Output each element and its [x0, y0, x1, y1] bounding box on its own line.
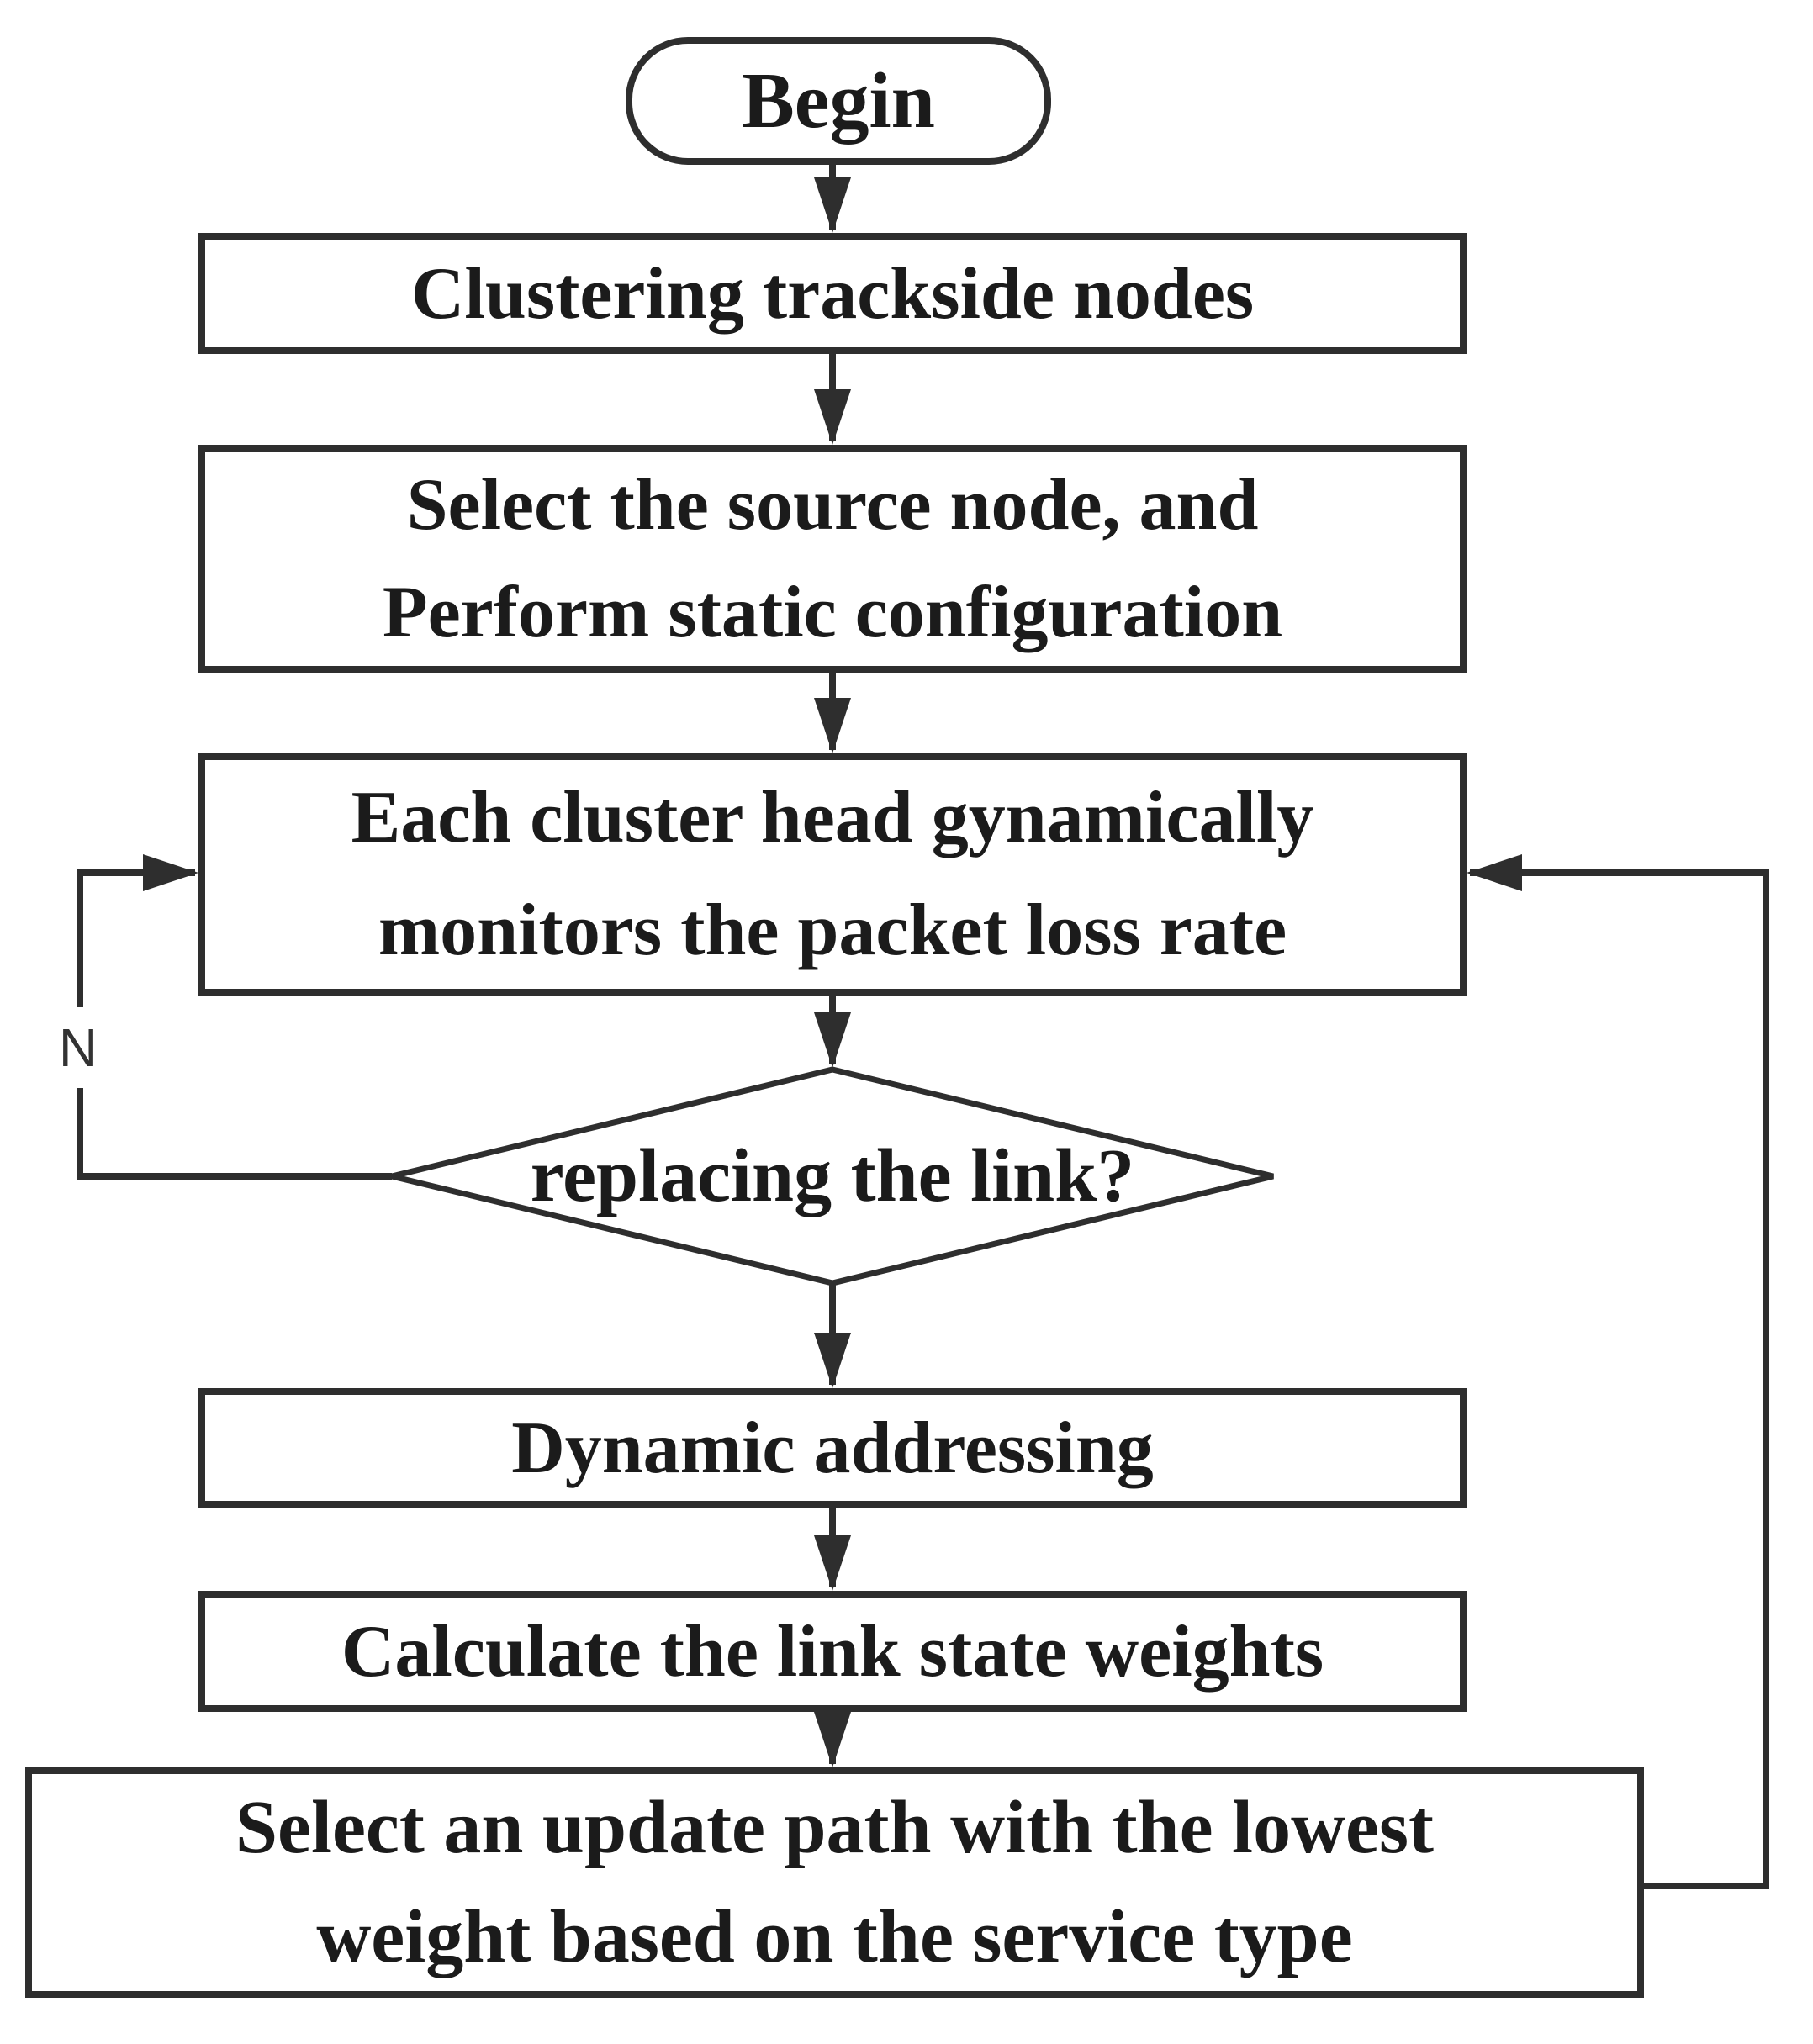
process-dynamic-addressing: Dynamic addressing — [198, 1388, 1467, 1508]
process-select-path-line2: weight based on the service type — [316, 1895, 1353, 1978]
process-clustering-trackside-nodes: Clustering trackside nodes — [198, 233, 1467, 354]
process-select-update-path: Select an update path with the lowest we… — [25, 1767, 1644, 1998]
process-calculate-link-state-weights: Calculate the link state weights — [198, 1591, 1467, 1712]
process-select-source-static-config: Select the source node, and Perform stat… — [198, 445, 1467, 673]
terminator-begin: Begin — [626, 37, 1051, 165]
process-dynamic-addressing-label: Dynamic addressing — [511, 1407, 1154, 1489]
decision-diamond-shape — [391, 1066, 1274, 1286]
process-select-path-line1: Select an update path with the lowest — [235, 1786, 1434, 1869]
process-monitor-line2: monitors the packet loss rate — [378, 890, 1287, 971]
edge-select-path-loop-to-monitor — [1467, 854, 1769, 1889]
process-clustering-label: Clustering trackside nodes — [410, 252, 1255, 335]
process-link-weights-label: Calculate the link state weights — [341, 1610, 1324, 1693]
process-monitor-packet-loss: Each cluster head gynamically monitors t… — [198, 753, 1467, 996]
process-static-config-line2: Perform static configuration — [382, 571, 1283, 653]
process-static-config-line1: Select the source node, and — [406, 463, 1259, 546]
terminator-begin-label: Begin — [742, 57, 935, 145]
edge-label-no: N — [44, 1007, 113, 1088]
process-monitor-line1: Each cluster head gynamically — [351, 777, 1314, 858]
decision-replacing-link-label: replacing the link? — [530, 1134, 1135, 1217]
